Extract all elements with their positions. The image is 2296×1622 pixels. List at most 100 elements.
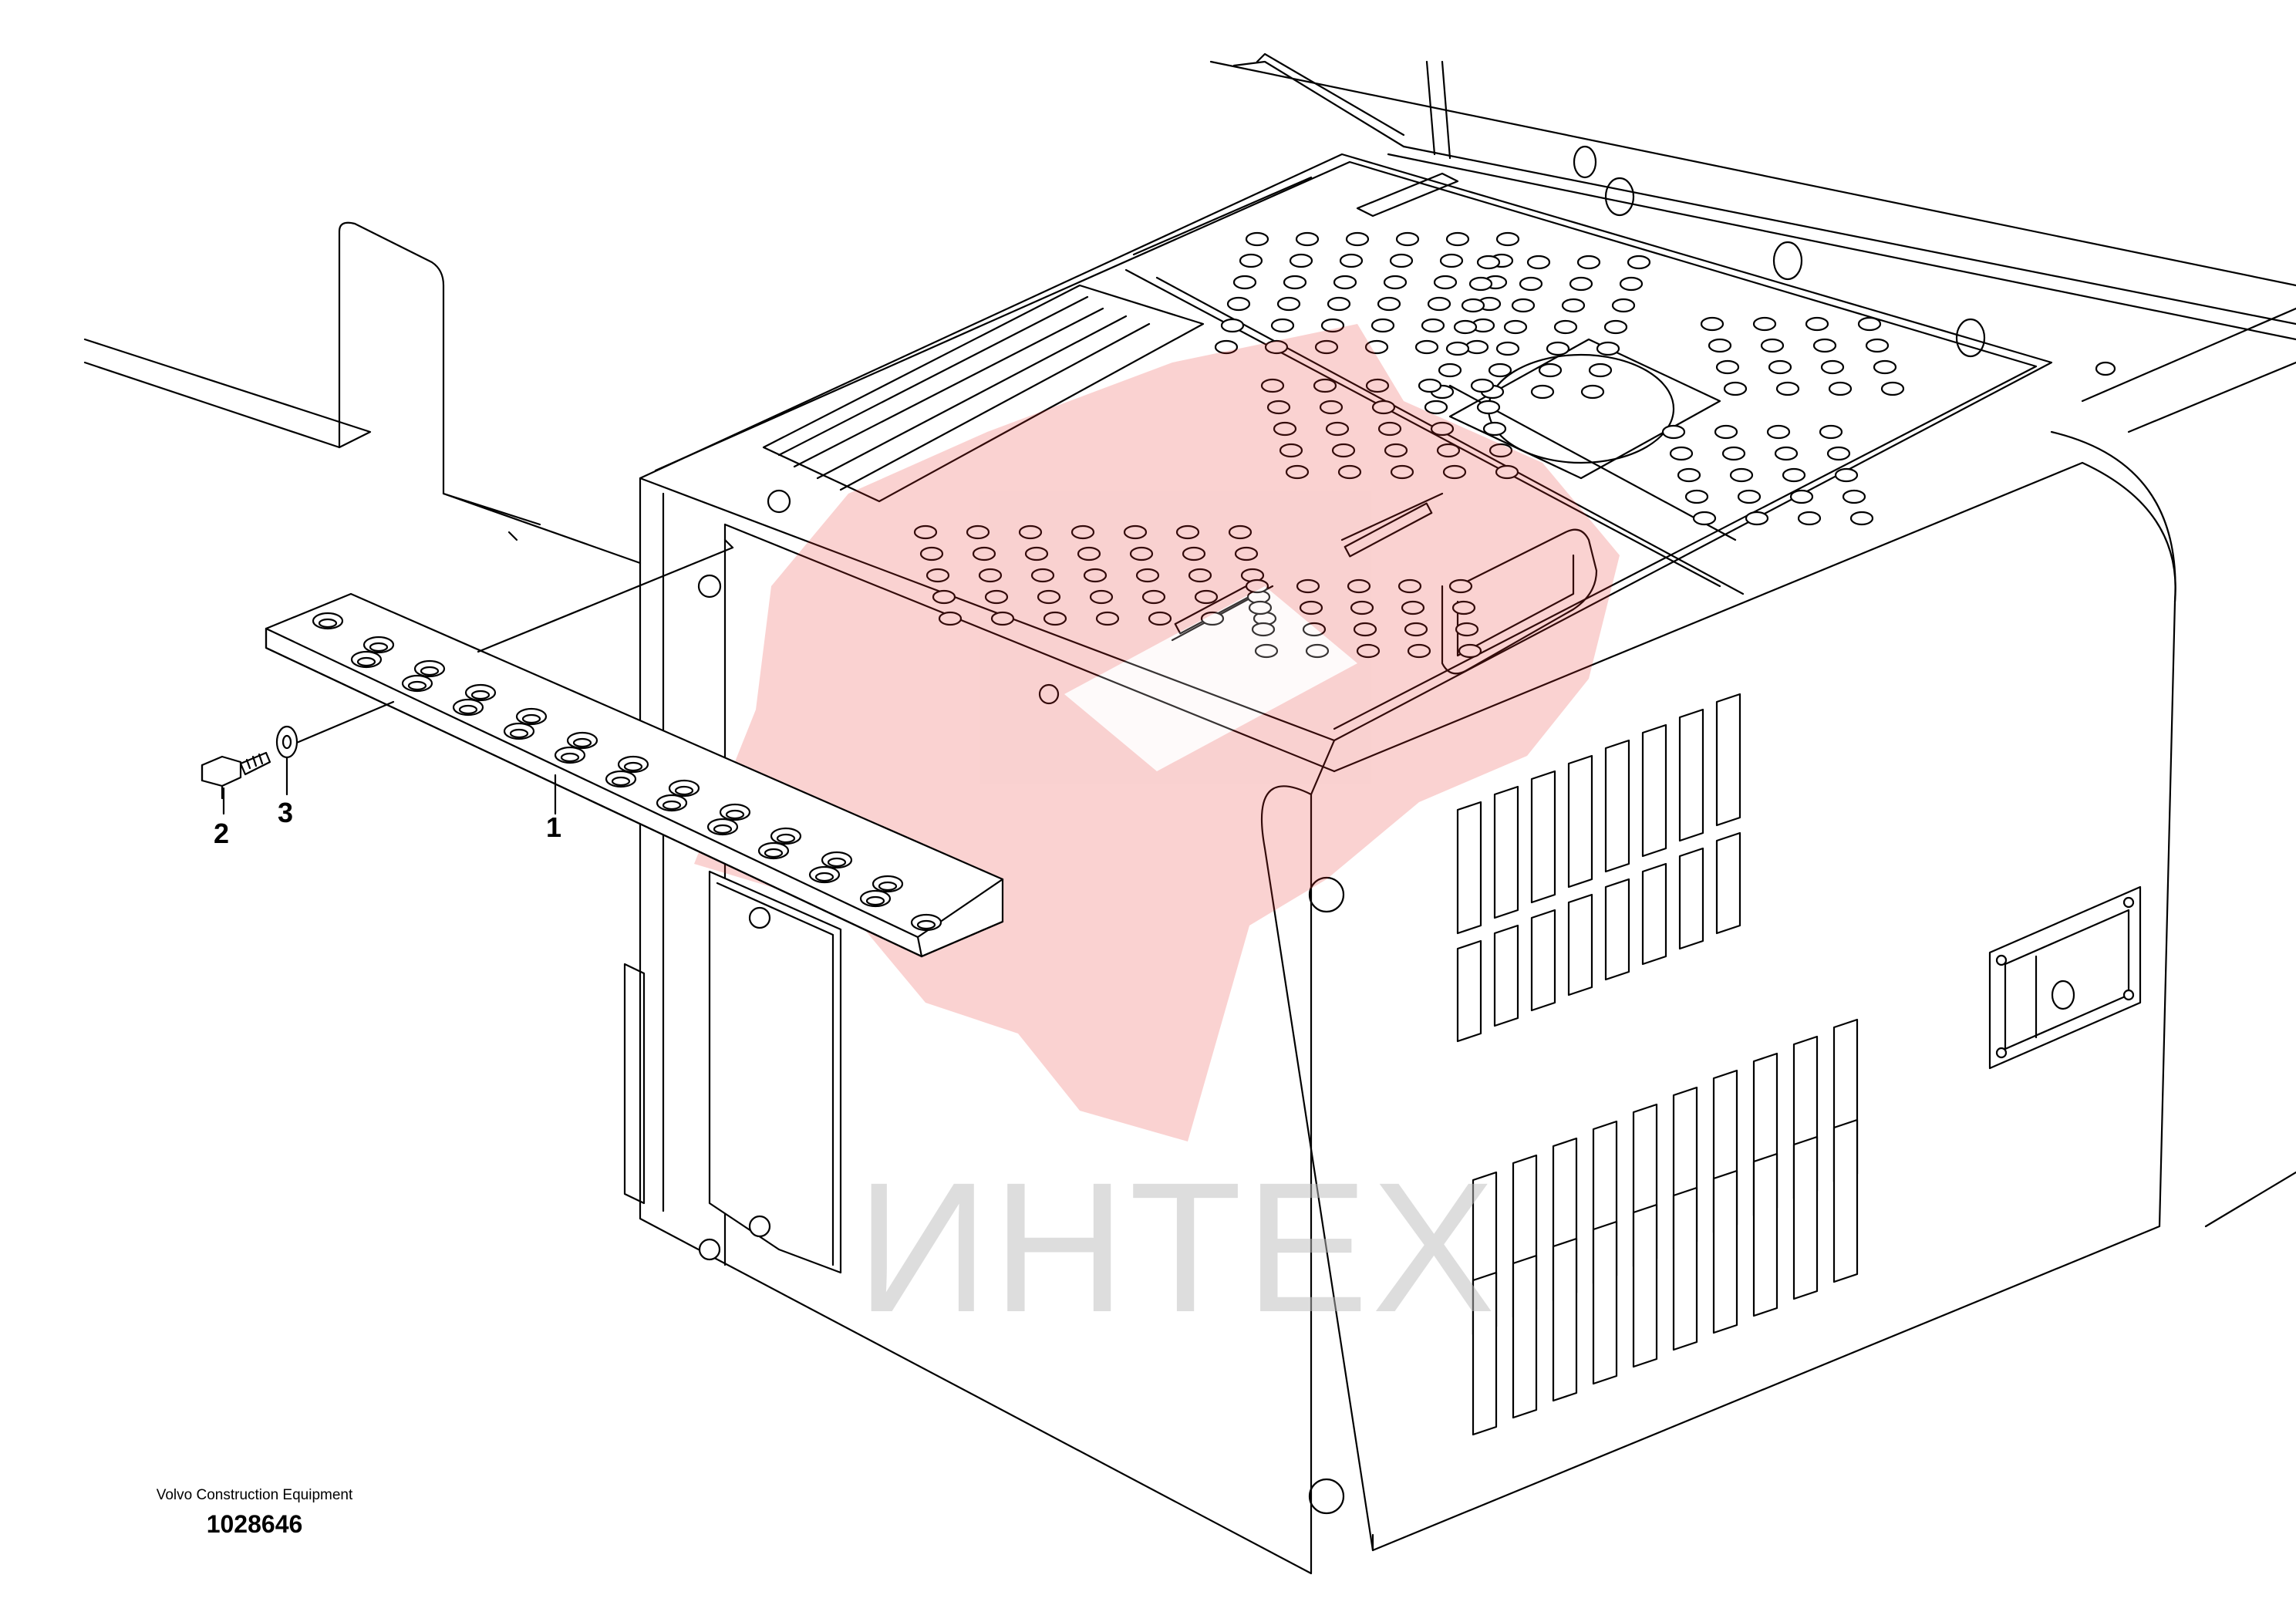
plate-hole xyxy=(1371,400,1396,415)
plate-hole xyxy=(1439,253,1464,268)
plate-hole xyxy=(1194,589,1219,605)
plate-hole xyxy=(1421,318,1445,333)
bracket-hole-inner xyxy=(674,785,694,796)
plate-hole xyxy=(1248,600,1273,615)
vent-slot xyxy=(1678,708,1704,842)
hood-lock xyxy=(1988,885,2142,1070)
plate-hole xyxy=(1451,600,1476,615)
plate-hole xyxy=(1331,443,1356,458)
plate-hole xyxy=(1302,622,1327,637)
plate-hole xyxy=(1442,464,1467,480)
plate-hole xyxy=(1083,568,1108,583)
vent-slot xyxy=(1604,739,1630,873)
plate-hole xyxy=(1729,467,1754,483)
plate-hole xyxy=(1476,400,1501,415)
plate-hole xyxy=(1037,589,1061,605)
plate-hole xyxy=(1677,467,1701,483)
plate-hole xyxy=(1842,489,1866,504)
plate-hole xyxy=(1820,359,1845,375)
vent-slot xyxy=(1456,939,1482,1043)
bracket-hole-inner xyxy=(560,752,580,763)
plate-hole xyxy=(1588,363,1613,378)
plate-hole xyxy=(1245,578,1269,594)
plate-hole xyxy=(1526,255,1551,270)
plate-hole xyxy=(1371,318,1395,333)
plate-hole xyxy=(1760,338,1785,353)
drawing-number: 1028646 xyxy=(206,1510,303,1538)
plate-hole xyxy=(1461,298,1485,313)
plate-hole xyxy=(1279,443,1303,458)
plate-hole xyxy=(1745,511,1769,526)
plate-hole xyxy=(932,589,956,605)
vent-slot xyxy=(1456,801,1482,935)
plate-hole xyxy=(1407,643,1431,659)
plate-hole xyxy=(1234,546,1259,561)
plate-hole xyxy=(1228,524,1253,540)
plate-hole xyxy=(1377,421,1402,437)
plate-hole xyxy=(1448,578,1473,594)
bracket-hole-inner xyxy=(623,761,643,772)
plate-hole xyxy=(1264,339,1289,355)
plate-hole xyxy=(1182,546,1206,561)
plate-hole xyxy=(1254,643,1279,659)
plate-hole xyxy=(1270,318,1295,333)
plate-hole xyxy=(1427,296,1451,312)
plate-hole xyxy=(1576,255,1601,270)
bracket-hole-inner xyxy=(521,713,541,724)
plate-hole xyxy=(1661,424,1686,440)
plate-hole xyxy=(1774,446,1799,461)
plate-hole xyxy=(1669,446,1694,461)
plate-hole xyxy=(1880,381,1905,396)
bracket-hole-inner xyxy=(369,642,389,653)
plate-hole xyxy=(1356,643,1381,659)
left-background-panel xyxy=(83,221,642,565)
plate-hole xyxy=(1834,467,1859,483)
bracket-hole-inner xyxy=(572,737,592,748)
plate-hole xyxy=(1430,421,1455,437)
plate-hole xyxy=(1285,464,1310,480)
plate-hole xyxy=(1347,578,1371,594)
plate-hole xyxy=(1569,276,1593,292)
plate-hole xyxy=(1089,589,1114,605)
plate-hole xyxy=(938,611,963,626)
bracket-hole-inner xyxy=(356,656,376,667)
vent-slot xyxy=(1832,1118,1859,1283)
plate-hole xyxy=(1708,338,1732,353)
plate-hole xyxy=(1220,318,1245,333)
plate-hole xyxy=(1148,611,1172,626)
plate-hole xyxy=(1445,231,1470,247)
plate-hole xyxy=(1123,524,1148,540)
plate-hole xyxy=(1377,296,1401,312)
plate-hole xyxy=(1325,421,1350,437)
vent-slot xyxy=(1552,1237,1578,1402)
bracket-hole-inner xyxy=(458,704,478,715)
manufacturer-name: Volvo Construction Equipment xyxy=(156,1487,353,1503)
plate-hole xyxy=(1561,298,1586,313)
plate-hole xyxy=(1819,424,1843,440)
engine-hood-body xyxy=(623,153,2176,1575)
plate-hole xyxy=(1458,643,1482,659)
rear-frame-rails xyxy=(1209,52,2296,1228)
bracket-hole-inner xyxy=(509,728,529,739)
vent-slot xyxy=(1512,1254,1538,1419)
bracket-hole-inner xyxy=(725,809,745,820)
plate-hole xyxy=(1214,339,1239,355)
bracket-hole-inner xyxy=(916,919,936,930)
plate-hole xyxy=(925,568,950,583)
plate-hole xyxy=(1849,511,1874,526)
plate-hole xyxy=(1018,524,1043,540)
vent-slot xyxy=(1641,723,1667,858)
vent-slot xyxy=(1530,770,1556,904)
plate-hole xyxy=(1327,296,1351,312)
plate-hole xyxy=(1684,489,1709,504)
plate-hole xyxy=(1397,578,1422,594)
plate-hole xyxy=(1295,231,1320,247)
plate-hole xyxy=(1350,600,1374,615)
plate-hole xyxy=(1857,316,1882,332)
plate-hole xyxy=(1546,341,1570,356)
plate-hole xyxy=(1553,319,1578,335)
plate-hole xyxy=(1619,276,1644,292)
vent-slot xyxy=(1530,909,1556,1012)
plate-hole xyxy=(1200,611,1225,626)
plate-hole xyxy=(1296,578,1320,594)
